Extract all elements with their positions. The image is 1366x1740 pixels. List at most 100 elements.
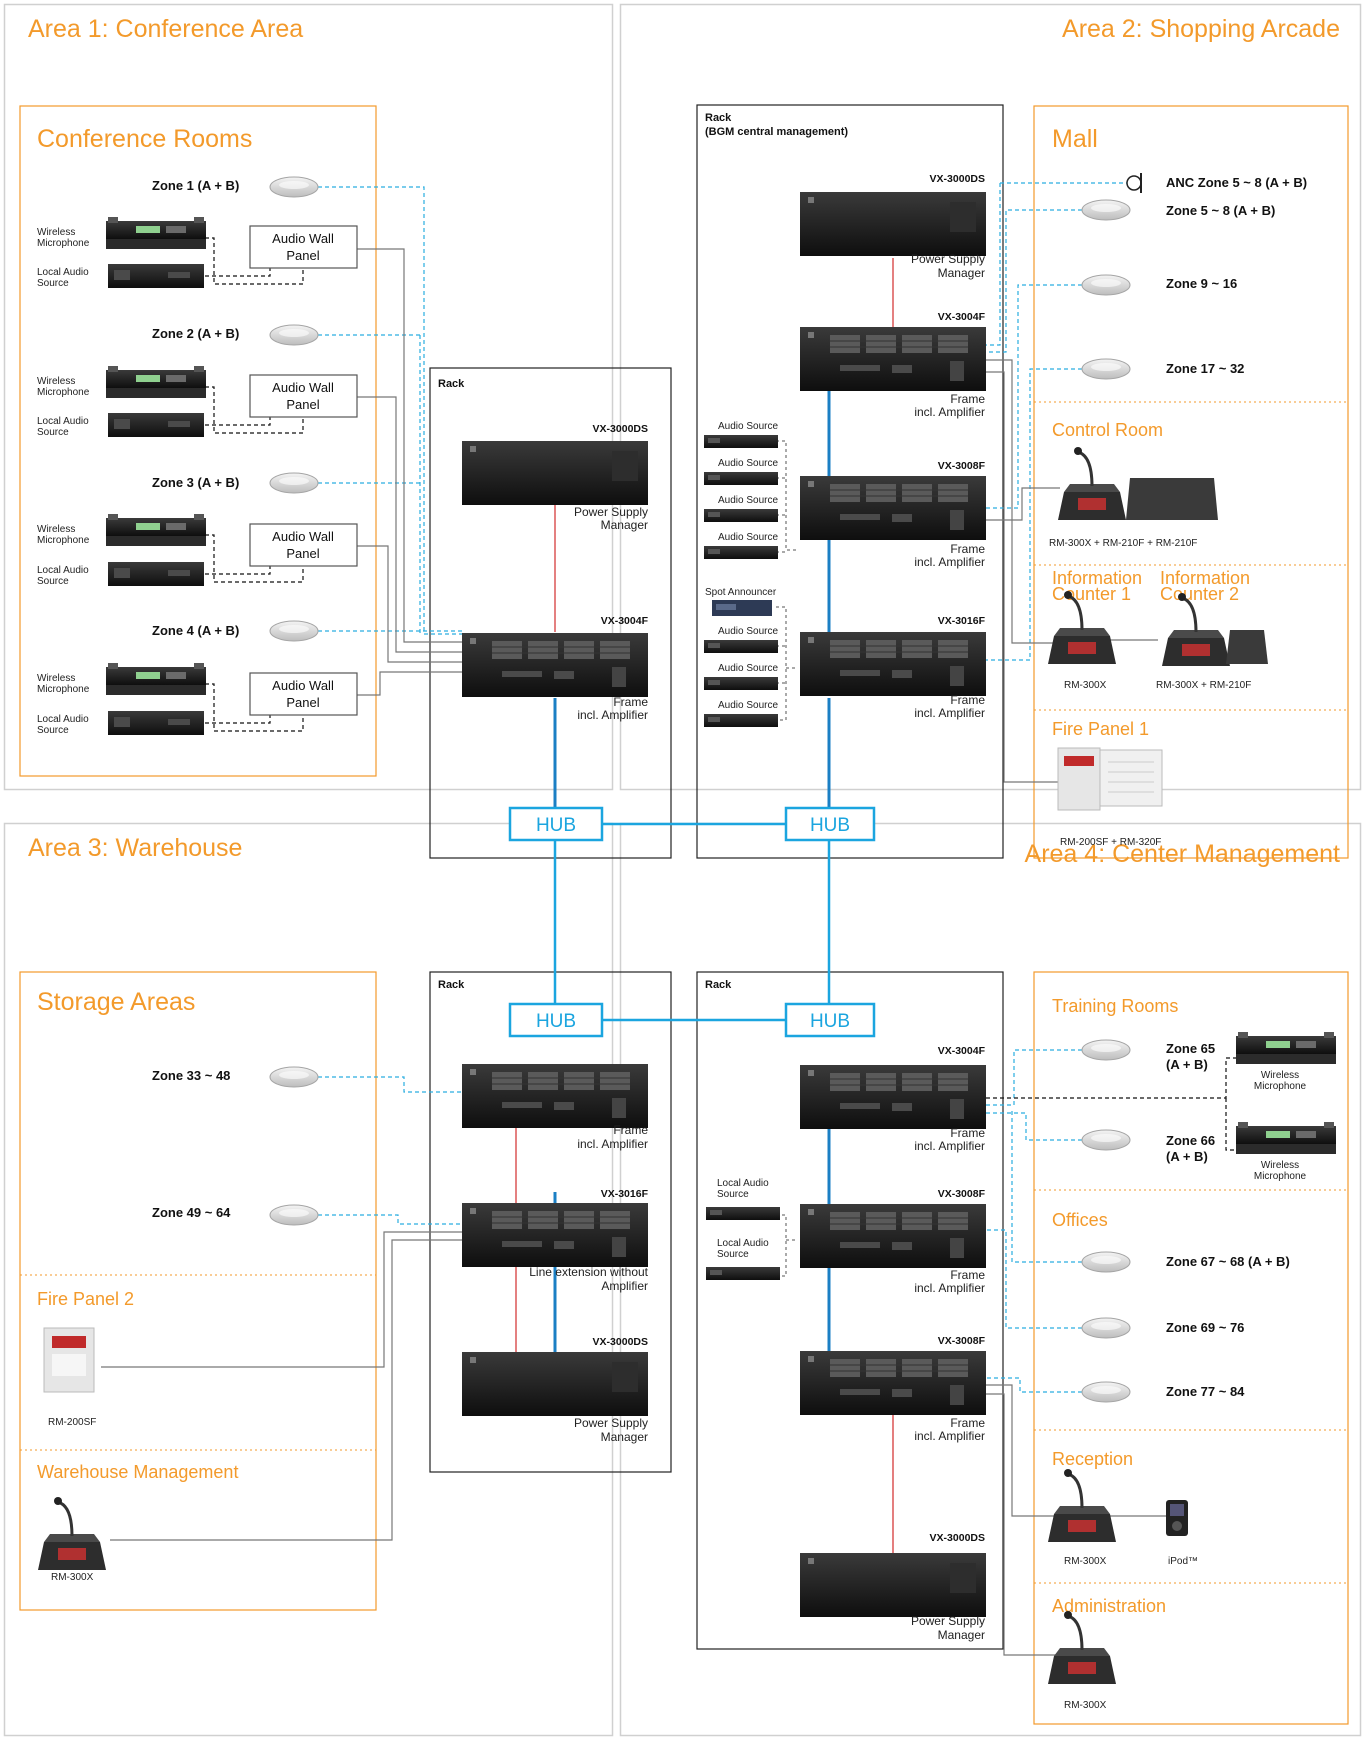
wireless-mic-label: Wireless xyxy=(37,673,75,684)
psu-desc-1: Power Supply xyxy=(911,252,985,266)
speaker-icon xyxy=(1081,1039,1131,1061)
rack-area-1-label: Rack xyxy=(438,378,465,390)
frame-desc-1: Frame xyxy=(950,1268,985,1282)
spk-line-z65 xyxy=(986,1049,1082,1106)
info-1-model: RM-300X xyxy=(1064,680,1107,691)
zone-69-76-label: Zone 69 ~ 76 xyxy=(1166,1320,1244,1335)
local-audio-label: Local Audio xyxy=(717,1238,769,1249)
wireless-mic-label: Wireless xyxy=(1261,1070,1299,1081)
spk-line-z1 xyxy=(318,186,462,635)
spk-line-z49 xyxy=(318,1214,462,1225)
zone-66-label-2: (A + B) xyxy=(1166,1149,1208,1164)
audio-source-label: Audio Source xyxy=(718,532,778,543)
reception-title: Reception xyxy=(1052,1449,1133,1469)
rack-bgm-label-2: (BGM central management) xyxy=(705,126,848,138)
power-supply-device xyxy=(462,1352,648,1416)
area-4-box xyxy=(619,822,1362,1737)
zone-17-32-label: Zone 17 ~ 32 xyxy=(1166,361,1244,376)
local-audio-icon xyxy=(108,711,204,735)
zone-9-16-label: Zone 9 ~ 16 xyxy=(1166,276,1237,291)
model-label: VX-3000DS xyxy=(930,173,985,185)
psu-desc-2: Manager xyxy=(601,518,648,532)
admin-line xyxy=(986,1393,1060,1656)
speaker-icon xyxy=(1081,274,1131,296)
spot-announcer-label: Spot Announcer xyxy=(705,587,777,598)
reception-model: RM-300X xyxy=(1064,1556,1107,1567)
wireless-mic-label: Wireless xyxy=(37,376,75,387)
audio-source-icon xyxy=(704,546,778,559)
speaker-icon xyxy=(1081,1317,1131,1339)
psu-desc-1: Power Supply xyxy=(574,1416,648,1430)
frame-desc-2: incl. Amplifier xyxy=(914,555,985,569)
frame-device xyxy=(799,475,987,541)
frame-desc-1: Frame xyxy=(950,693,985,707)
audio-source-icon xyxy=(704,472,778,485)
hub-area2: HUB xyxy=(784,806,876,842)
rack-area-1 xyxy=(429,367,672,859)
storage-areas-box xyxy=(19,971,377,1611)
speaker-icon xyxy=(269,176,319,198)
audio-wall-panel xyxy=(249,672,358,716)
src-line-2 xyxy=(205,416,271,426)
frame-desc-1: Frame xyxy=(613,695,648,709)
wireless-mic-icon xyxy=(106,366,206,398)
spot-announcer-icon xyxy=(712,600,772,616)
ipod-icon xyxy=(1166,1500,1188,1536)
src-line-1 xyxy=(205,268,271,277)
fire-panel-1-title: Fire Panel 1 xyxy=(1052,719,1149,739)
audio-wall-panel xyxy=(249,374,358,418)
area-3-box xyxy=(3,822,614,1737)
audio-wall-panel-label-1: Audio Wall xyxy=(272,529,334,544)
frame-device xyxy=(461,1063,649,1129)
info-counter-2-title-2: Counter 2 xyxy=(1160,584,1239,604)
fire-panel-2-model: RM-200SF xyxy=(48,1417,96,1428)
local-audio-label: Local Audio xyxy=(37,267,89,278)
frame-device xyxy=(461,1202,649,1268)
anc-zone-label: ANC Zone 5 ~ 8 (A + B) xyxy=(1166,175,1307,190)
zone-33-48-label: Zone 33 ~ 48 xyxy=(152,1068,230,1083)
frame-desc-1: Frame xyxy=(613,1123,648,1137)
psu-desc-2: Manager xyxy=(938,266,985,280)
fire-panel-1-icon xyxy=(1057,747,1163,811)
psu-desc-1: Power Supply xyxy=(574,505,648,519)
audio-wall-panel xyxy=(249,523,358,567)
audio-source-icon xyxy=(704,640,778,653)
frame-desc-2: incl. Amplifier xyxy=(914,1429,985,1443)
rm-line-info1 xyxy=(986,359,1060,644)
spk-line-z5 xyxy=(986,209,1082,353)
mic-line-3 xyxy=(205,534,304,583)
spk-line-z66 xyxy=(986,1112,1082,1141)
control-room-title: Control Room xyxy=(1052,420,1163,440)
zone-67-68-label: Zone 67 ~ 68 (A + B) xyxy=(1166,1254,1290,1269)
frame-device xyxy=(799,1064,987,1130)
audio-wall-panel-label-2: Panel xyxy=(286,248,319,263)
spk-line-z33 xyxy=(318,1076,462,1093)
anc-sensor-icon xyxy=(1126,173,1142,193)
rm-line-control xyxy=(986,487,1060,521)
frame-desc-1: Frame xyxy=(950,392,985,406)
audio-source-label: Audio Source xyxy=(718,421,778,432)
model-label: VX-3000DS xyxy=(593,1336,648,1348)
frame-desc-2: incl. Amplifier xyxy=(914,1139,985,1153)
mic-line-2 xyxy=(205,386,304,434)
spk-line-z69 xyxy=(986,1229,1082,1329)
frame-desc-2: incl. Amplifier xyxy=(577,1137,648,1151)
model-label: VX-3000DS xyxy=(593,423,648,435)
wireless-mic-icon xyxy=(1236,1122,1336,1154)
psu-desc-2: Manager xyxy=(601,1430,648,1444)
src-line-bgm-a xyxy=(776,440,798,551)
area-3-title: Area 3: Warehouse xyxy=(28,834,242,862)
training-rooms-title: Training Rooms xyxy=(1052,996,1178,1016)
frame-device xyxy=(799,631,987,697)
zone-77-84-label: Zone 77 ~ 84 xyxy=(1166,1384,1245,1399)
local-audio-label: Local Audio xyxy=(37,416,89,427)
spk-line-z9 xyxy=(986,284,1082,509)
wireless-mic-label-2: Microphone xyxy=(37,238,90,249)
mic-line-z66 xyxy=(1225,1098,1240,1151)
rack-bgm-label-1: Rack xyxy=(705,112,732,124)
rack-area-4 xyxy=(696,971,1004,1650)
wireless-mic-label-2: Microphone xyxy=(1254,1171,1307,1182)
info-2-mics xyxy=(1160,591,1268,668)
local-audio-label: Local Audio xyxy=(37,714,89,725)
